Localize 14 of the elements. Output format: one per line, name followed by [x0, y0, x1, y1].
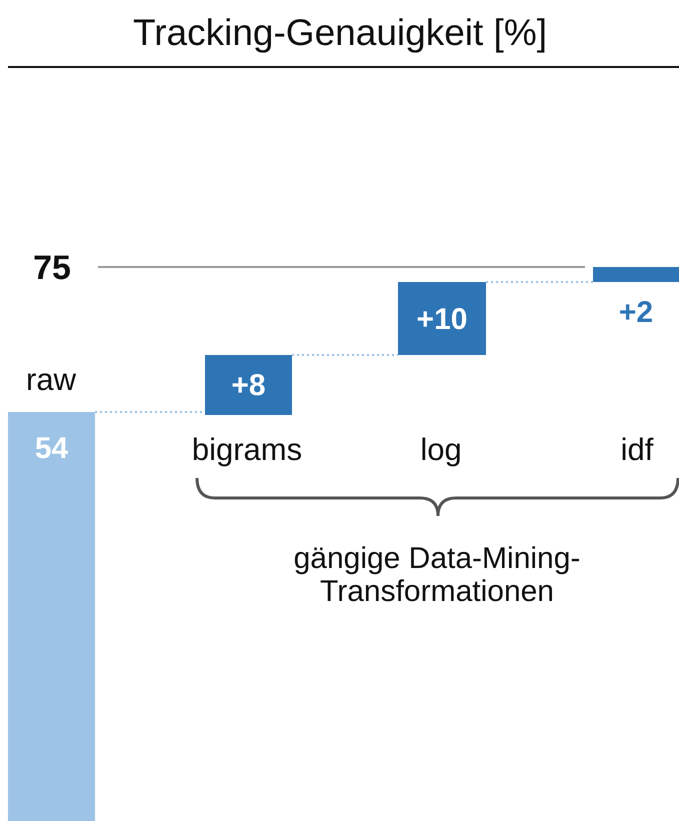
category-label: idf: [620, 432, 654, 468]
value-label: 54: [34, 432, 68, 464]
connector-line: [95, 411, 205, 413]
value-label: +10: [416, 302, 468, 336]
value-label: +2: [618, 296, 654, 328]
group-label: gängige Data-Mining-Transformationen: [292, 542, 582, 608]
category-label: log: [420, 432, 462, 468]
connector-line: [292, 354, 398, 356]
chart-title: Tracking-Genauigkeit [%]: [132, 12, 548, 54]
connector-line: [486, 281, 593, 283]
value-label: +8: [231, 368, 266, 402]
total-label: 75: [33, 250, 71, 288]
category-label: bigrams: [192, 432, 302, 468]
category-label: raw: [26, 362, 76, 398]
